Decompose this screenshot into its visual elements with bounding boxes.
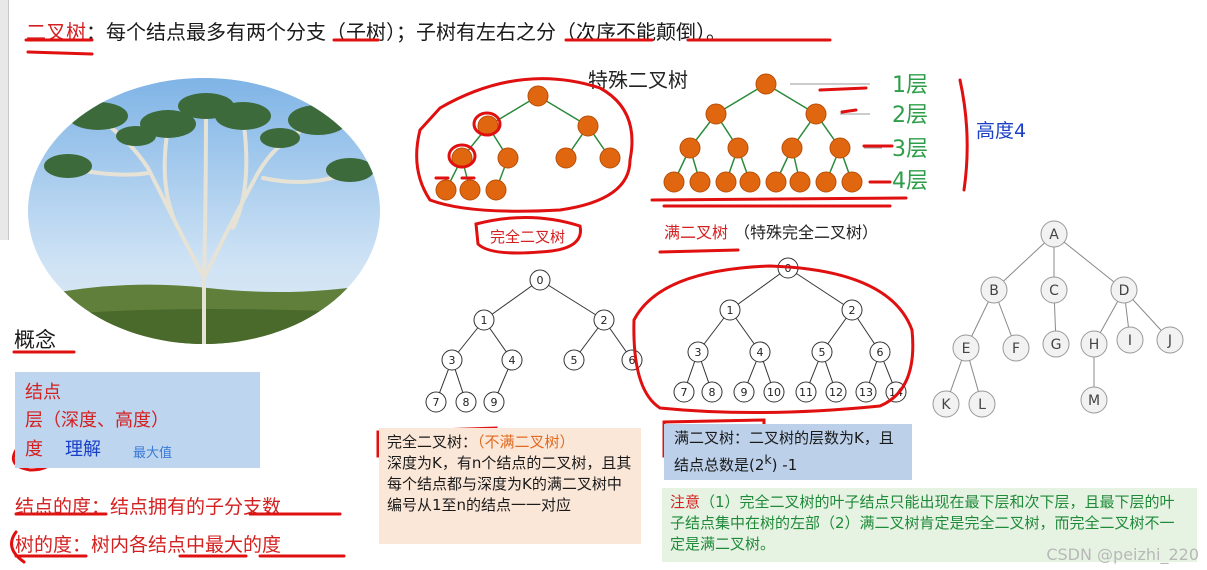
complete-tree-diagram xyxy=(446,96,610,190)
complete-numbered-node-label: 7 xyxy=(433,396,440,409)
full-tree-diagram xyxy=(674,84,852,182)
full-tree-node xyxy=(782,138,802,158)
full-tree-node xyxy=(690,172,710,192)
full-tree-node xyxy=(766,172,786,192)
complete-numbered-node-label: 0 xyxy=(537,274,544,287)
complete-tree-caption: 完全二叉树 xyxy=(490,228,565,246)
complete-tree-node xyxy=(498,148,518,168)
letter-tree-node-label: L xyxy=(978,397,986,413)
full-box-sup: k xyxy=(764,452,771,467)
letter-tree-node-label: K xyxy=(941,397,951,413)
full-numbered-edge xyxy=(730,268,788,310)
letter-tree-node-label: B xyxy=(989,283,999,299)
letter-tree-node-label: M xyxy=(1088,393,1100,409)
full-tree-node xyxy=(680,138,700,158)
full-tree-caption-note: （特殊完全二叉树） xyxy=(734,223,878,242)
full-tree-node xyxy=(790,172,810,192)
full-tree-node xyxy=(830,138,850,158)
complete-tree-definition-box: 完全二叉树：（不满二叉树） 深度为K，有n个结点的二叉树，且其每个结点都与深度为… xyxy=(379,428,641,544)
full-tree-node xyxy=(740,172,760,192)
complete-numbered-edge xyxy=(540,280,604,320)
concept-max-value: 最大值 xyxy=(133,442,172,461)
concept-item-node: 结点 xyxy=(25,378,61,404)
letter-tree-node-label: E xyxy=(962,341,971,357)
complete-tree-node xyxy=(486,180,506,200)
full-box-tail: ) -1 xyxy=(772,456,798,474)
height-label: 高度4 xyxy=(976,120,1026,142)
concept-understand: 理解 xyxy=(65,435,101,461)
complete-tree-node xyxy=(436,180,456,200)
full-numbered-node-label: 11 xyxy=(799,386,813,399)
full-numbered-node-label: 10 xyxy=(767,386,781,399)
complete-numbered-node-label: 3 xyxy=(449,354,456,367)
full-numbered-node-label: 8 xyxy=(709,386,716,399)
concept-item-degree: 度 xyxy=(25,435,43,461)
full-numbered-node-label: 2 xyxy=(849,304,856,317)
full-tree-definition-box: 满二叉树：二叉树的层数为K，且结点总数是(2k) -1 xyxy=(664,424,912,480)
complete-numbered-node-label: 9 xyxy=(491,396,498,409)
full-numbered-node-label: 7 xyxy=(681,386,688,399)
full-tree-node xyxy=(716,172,736,192)
watermark: CSDN @peizhi_220 xyxy=(1046,545,1199,564)
full-numbered-node-label: 13 xyxy=(859,386,873,399)
full-numbered-node-label: 5 xyxy=(819,346,826,359)
complete-numbered-node-label: 8 xyxy=(463,396,470,409)
complete-tree-node xyxy=(578,116,598,136)
full-tree-node xyxy=(664,172,684,192)
level-2-label: 2层 xyxy=(892,103,928,128)
letter-tree-node-label: D xyxy=(1119,283,1130,299)
level-1-label: 1层 xyxy=(892,73,928,98)
full-tree-node xyxy=(842,172,862,192)
full-tree-node xyxy=(806,104,826,124)
full-tree-node xyxy=(816,172,836,192)
full-numbered-node-label: 1 xyxy=(727,304,734,317)
note-label: 注意 xyxy=(670,493,700,511)
letter-tree-node-label: F xyxy=(1012,341,1020,357)
full-numbered-node-label: 3 xyxy=(695,346,702,359)
letter-tree-node-label: G xyxy=(1051,337,1062,353)
letter-tree-node-label: A xyxy=(1049,227,1059,243)
full-tree-node xyxy=(728,138,748,158)
complete-box-body: 深度为K，有n个结点的二叉树，且其每个结点都与深度为K的满二叉树中编号从1至n的… xyxy=(387,454,631,514)
level-3-label: 3层 xyxy=(892,137,928,162)
definition-node-degree: 结点的度：结点拥有的子分支数 xyxy=(15,492,281,519)
full-tree-caption: 满二叉树 xyxy=(664,223,728,242)
full-tree-node xyxy=(756,74,776,94)
full-numbered-node-label: 9 xyxy=(741,386,748,399)
complete-numbered-node-label: 1 xyxy=(481,314,488,327)
letter-tree-node-label: J xyxy=(1167,333,1172,349)
complete-tree-node xyxy=(460,180,480,200)
full-numbered-node-label: 6 xyxy=(877,346,884,359)
full-tree-node xyxy=(706,104,726,124)
note-body: （1）完全二叉树的叶子结点只能出现在最下层和次下层，且最下层的叶子结点集中在树的… xyxy=(670,493,1175,553)
letter-tree-node-label: C xyxy=(1049,283,1059,299)
complete-tree-node xyxy=(556,148,576,168)
concept-heading: 概念 xyxy=(14,324,56,354)
letter-tree-node-label: I xyxy=(1128,333,1132,349)
full-numbered-node-label: 12 xyxy=(829,386,843,399)
complete-numbered-node-label: 5 xyxy=(571,354,578,367)
complete-numbered-node-label: 4 xyxy=(509,354,516,367)
definition-tree-degree: 树的度：树内各结点中最大的度 xyxy=(15,530,281,557)
full-box-title: 满二叉树： xyxy=(674,429,749,447)
concept-item-level: 层（深度、高度） xyxy=(25,406,169,432)
complete-tree-node xyxy=(528,86,548,106)
complete-box-title: 完全二叉树： xyxy=(387,433,477,451)
level-4-label: 4层 xyxy=(892,169,928,194)
full-numbered-node-label: 4 xyxy=(757,346,764,359)
complete-numbered-node-label: 2 xyxy=(601,314,608,327)
letter-tree-node-label: H xyxy=(1089,337,1100,353)
concept-box: 结点 层（深度、高度） 度 理解 最大值 xyxy=(15,372,260,468)
complete-tree-node xyxy=(600,148,620,168)
complete-box-note: （不满二叉树） xyxy=(477,433,575,451)
